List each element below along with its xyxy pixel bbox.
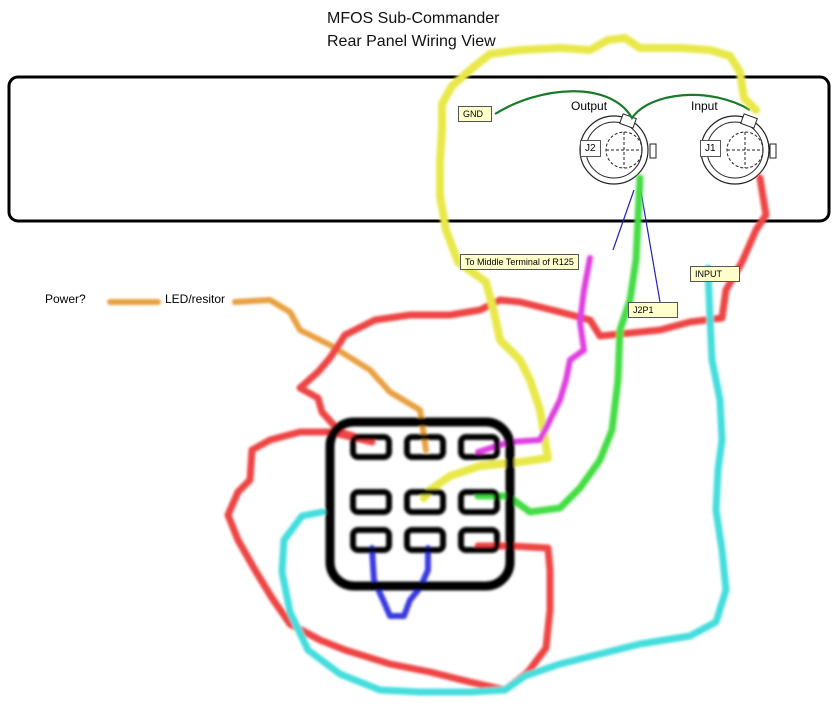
orange-wire	[107, 297, 429, 453]
diagram-title: MFOS Sub-Commander	[327, 10, 500, 27]
green-wire	[474, 174, 644, 516]
power-label: Power?	[45, 292, 86, 306]
led-resistor-label: LED/resitor	[165, 292, 226, 306]
j1-label: J1	[700, 140, 721, 157]
input-label: Input	[691, 99, 718, 113]
red-wire	[224, 174, 770, 694]
diagram-subtitle: Rear Panel Wiring View	[327, 33, 496, 50]
r125-pointer	[612, 189, 635, 251]
j2-label: J2	[580, 140, 601, 157]
output-label: Output	[571, 99, 608, 113]
cyan-wire	[278, 264, 730, 696]
nine-pin-connector	[325, 417, 515, 591]
gnd-label: GND	[458, 106, 492, 122]
magenta-wire	[475, 255, 593, 455]
input-box-label: INPUT	[690, 266, 740, 282]
ground-wire	[494, 90, 751, 121]
yellow-wire	[420, 34, 760, 502]
rear-panel	[7, 75, 831, 223]
j2p1-pointer	[639, 185, 661, 303]
r125-label: To Middle Terminal of R125	[460, 254, 579, 270]
j2p1-label: J2P1	[628, 302, 678, 318]
